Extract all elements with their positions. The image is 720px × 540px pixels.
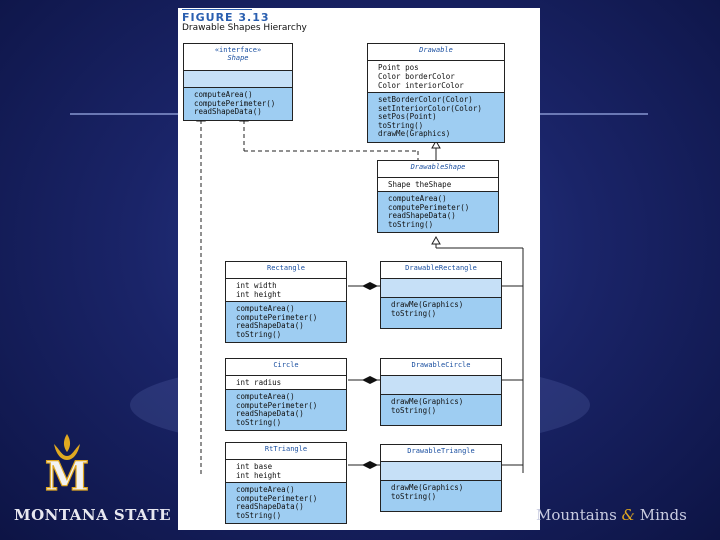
class-rectangle-header: Rectangle bbox=[226, 262, 346, 279]
tagline-part: Mountains bbox=[536, 506, 622, 524]
class-rt-triangle-header: RtTriangle bbox=[226, 443, 346, 460]
rectangle-op: computePerimeter() bbox=[236, 312, 318, 322]
class-drawable-circle: DrawableCircle drawMe(Graphics) toString… bbox=[380, 358, 502, 426]
drawable-shape-name: DrawableShape bbox=[410, 163, 466, 171]
rt-triangle-op: readShapeData() bbox=[236, 502, 304, 511]
tagline-ampersand: & bbox=[621, 506, 635, 524]
rectangle-op: computeArea() bbox=[236, 304, 295, 313]
drawable-circle-name: DrawableCircle bbox=[411, 361, 471, 369]
drawable-triangle-attributes bbox=[381, 462, 501, 481]
drawable-circle-operations: drawMe(Graphics) toString() bbox=[381, 395, 501, 425]
circle-attr: int radius bbox=[236, 378, 282, 387]
drawable-op: toString() bbox=[378, 120, 424, 130]
class-shape: «interface» Shape computeArea() computeP… bbox=[183, 43, 293, 121]
rectangle-op: toString() bbox=[236, 329, 282, 339]
shape-op: computePerimeter() bbox=[194, 98, 276, 108]
drawable-triangle-op: drawMe(Graphics) bbox=[391, 483, 464, 492]
class-circle-header: Circle bbox=[226, 359, 346, 376]
rt-triangle-attr: int height bbox=[236, 471, 282, 480]
class-drawable: Drawable Point pos Color borderColor Col… bbox=[367, 43, 505, 143]
rectangle-op: readShapeData() bbox=[236, 321, 304, 330]
brand-tagline: Mountains & Minds bbox=[536, 506, 687, 524]
circle-op: computeArea() bbox=[236, 392, 295, 401]
drawable-attr: Color interiorColor bbox=[378, 81, 464, 90]
circle-name: Circle bbox=[273, 361, 299, 369]
class-drawable-shape-header: DrawableShape bbox=[378, 161, 498, 178]
drawable-rectangle-operations: drawMe(Graphics) toString() bbox=[381, 298, 501, 328]
class-rt-triangle: RtTriangle int base int height computeAr… bbox=[225, 442, 347, 524]
class-shape-header: «interface» Shape bbox=[184, 44, 292, 71]
class-drawable-circle-header: DrawableCircle bbox=[381, 359, 501, 376]
drawable-circle-op: toString() bbox=[391, 405, 437, 415]
shape-op: readShapeData() bbox=[194, 107, 262, 116]
rt-triangle-attributes: int base int height bbox=[226, 460, 346, 483]
msu-logo: M bbox=[32, 432, 102, 501]
drawable-shape-operations: computeArea() computePerimeter() readSha… bbox=[378, 192, 498, 232]
class-drawable-triangle-header: DrawableTriangle bbox=[381, 445, 501, 462]
drawable-triangle-operations: drawMe(Graphics) toString() bbox=[381, 481, 501, 511]
drawable-op: setInteriorColor(Color) bbox=[378, 103, 482, 113]
rt-triangle-op: toString() bbox=[236, 510, 282, 520]
brand-montana-state: MONTANA STATE bbox=[14, 506, 172, 524]
drawable-operations: setBorderColor(Color) setInteriorColor(C… bbox=[368, 93, 504, 142]
rt-triangle-attr: int base bbox=[236, 462, 273, 471]
rectangle-attributes: int width int height bbox=[226, 279, 346, 302]
shape-operations: computeArea() computePerimeter() readSha… bbox=[184, 88, 292, 120]
rt-triangle-op: computeArea() bbox=[236, 485, 295, 494]
drawable-op: setBorderColor(Color) bbox=[378, 95, 473, 104]
msu-logo-mark: M bbox=[44, 434, 90, 501]
circle-op: computePerimeter() bbox=[236, 400, 318, 410]
circle-attributes: int radius bbox=[226, 376, 346, 390]
rectangle-name: Rectangle bbox=[267, 264, 305, 272]
drawable-shape-op: toString() bbox=[388, 219, 434, 229]
drawable-triangle-op: toString() bbox=[391, 491, 437, 501]
class-drawable-triangle: DrawableTriangle drawMe(Graphics) toStri… bbox=[380, 444, 502, 512]
drawable-shape-op: computeArea() bbox=[388, 194, 447, 203]
drawable-rectangle-op: drawMe(Graphics) bbox=[391, 300, 464, 309]
rectangle-attr: int height bbox=[236, 290, 282, 299]
drawable-op: drawMe(Graphics) bbox=[378, 129, 451, 138]
rt-triangle-operations: computeArea() computePerimeter() readSha… bbox=[226, 483, 346, 523]
drawable-shape-op: computePerimeter() bbox=[388, 202, 470, 212]
drawable-rectangle-op: toString() bbox=[391, 308, 437, 318]
drawable-rectangle-attributes bbox=[381, 279, 501, 298]
circle-operations: computeArea() computePerimeter() readSha… bbox=[226, 390, 346, 430]
class-drawable-shape: DrawableShape Shape theShape computeArea… bbox=[377, 160, 499, 233]
drawable-triangle-name: DrawableTriangle bbox=[407, 447, 475, 455]
figure-number: FIGURE 3.13 bbox=[182, 11, 270, 24]
drawable-attr: Point pos bbox=[378, 63, 419, 72]
class-drawable-rectangle: DrawableRectangle drawMe(Graphics) toStr… bbox=[380, 261, 502, 329]
drawable-circle-attributes bbox=[381, 376, 501, 395]
rt-triangle-op: computePerimeter() bbox=[236, 493, 318, 503]
drawable-shape-attributes: Shape theShape bbox=[378, 178, 498, 192]
shape-op: computeArea() bbox=[194, 90, 253, 99]
drawable-rectangle-name: DrawableRectangle bbox=[405, 264, 477, 272]
logo-letter: M bbox=[45, 453, 89, 496]
drawable-circle-op: drawMe(Graphics) bbox=[391, 397, 464, 406]
drawable-attributes: Point pos Color borderColor Color interi… bbox=[368, 61, 504, 93]
circle-op: toString() bbox=[236, 417, 282, 427]
right-rule bbox=[540, 113, 648, 115]
drawable-name: Drawable bbox=[419, 46, 453, 54]
shape-stereotype: «interface» bbox=[214, 46, 262, 54]
class-rectangle: Rectangle int width int height computeAr… bbox=[225, 261, 347, 343]
figure-caption: Drawable Shapes Hierarchy bbox=[182, 23, 307, 33]
drawable-op: setPos(Point) bbox=[378, 112, 437, 121]
shape-attributes bbox=[184, 71, 292, 88]
rectangle-attr: int width bbox=[236, 281, 277, 290]
class-circle: Circle int radius computeArea() computeP… bbox=[225, 358, 347, 431]
tagline-part: Minds bbox=[634, 506, 687, 524]
shape-name: Shape bbox=[227, 54, 249, 62]
drawable-shape-attr: Shape theShape bbox=[388, 180, 452, 189]
drawable-shape-op: readShapeData() bbox=[388, 211, 456, 220]
left-rule bbox=[70, 113, 180, 115]
circle-op: readShapeData() bbox=[236, 409, 304, 418]
class-drawable-rectangle-header: DrawableRectangle bbox=[381, 262, 501, 279]
rt-triangle-name: RtTriangle bbox=[264, 445, 308, 453]
class-drawable-header: Drawable bbox=[368, 44, 504, 61]
rectangle-operations: computeArea() computePerimeter() readSha… bbox=[226, 302, 346, 342]
figure-top-rule bbox=[182, 9, 252, 10]
uml-figure: FIGURE 3.13 Drawable Shapes Hierarchy «i… bbox=[178, 8, 540, 530]
drawable-attr: Color borderColor bbox=[378, 72, 455, 81]
